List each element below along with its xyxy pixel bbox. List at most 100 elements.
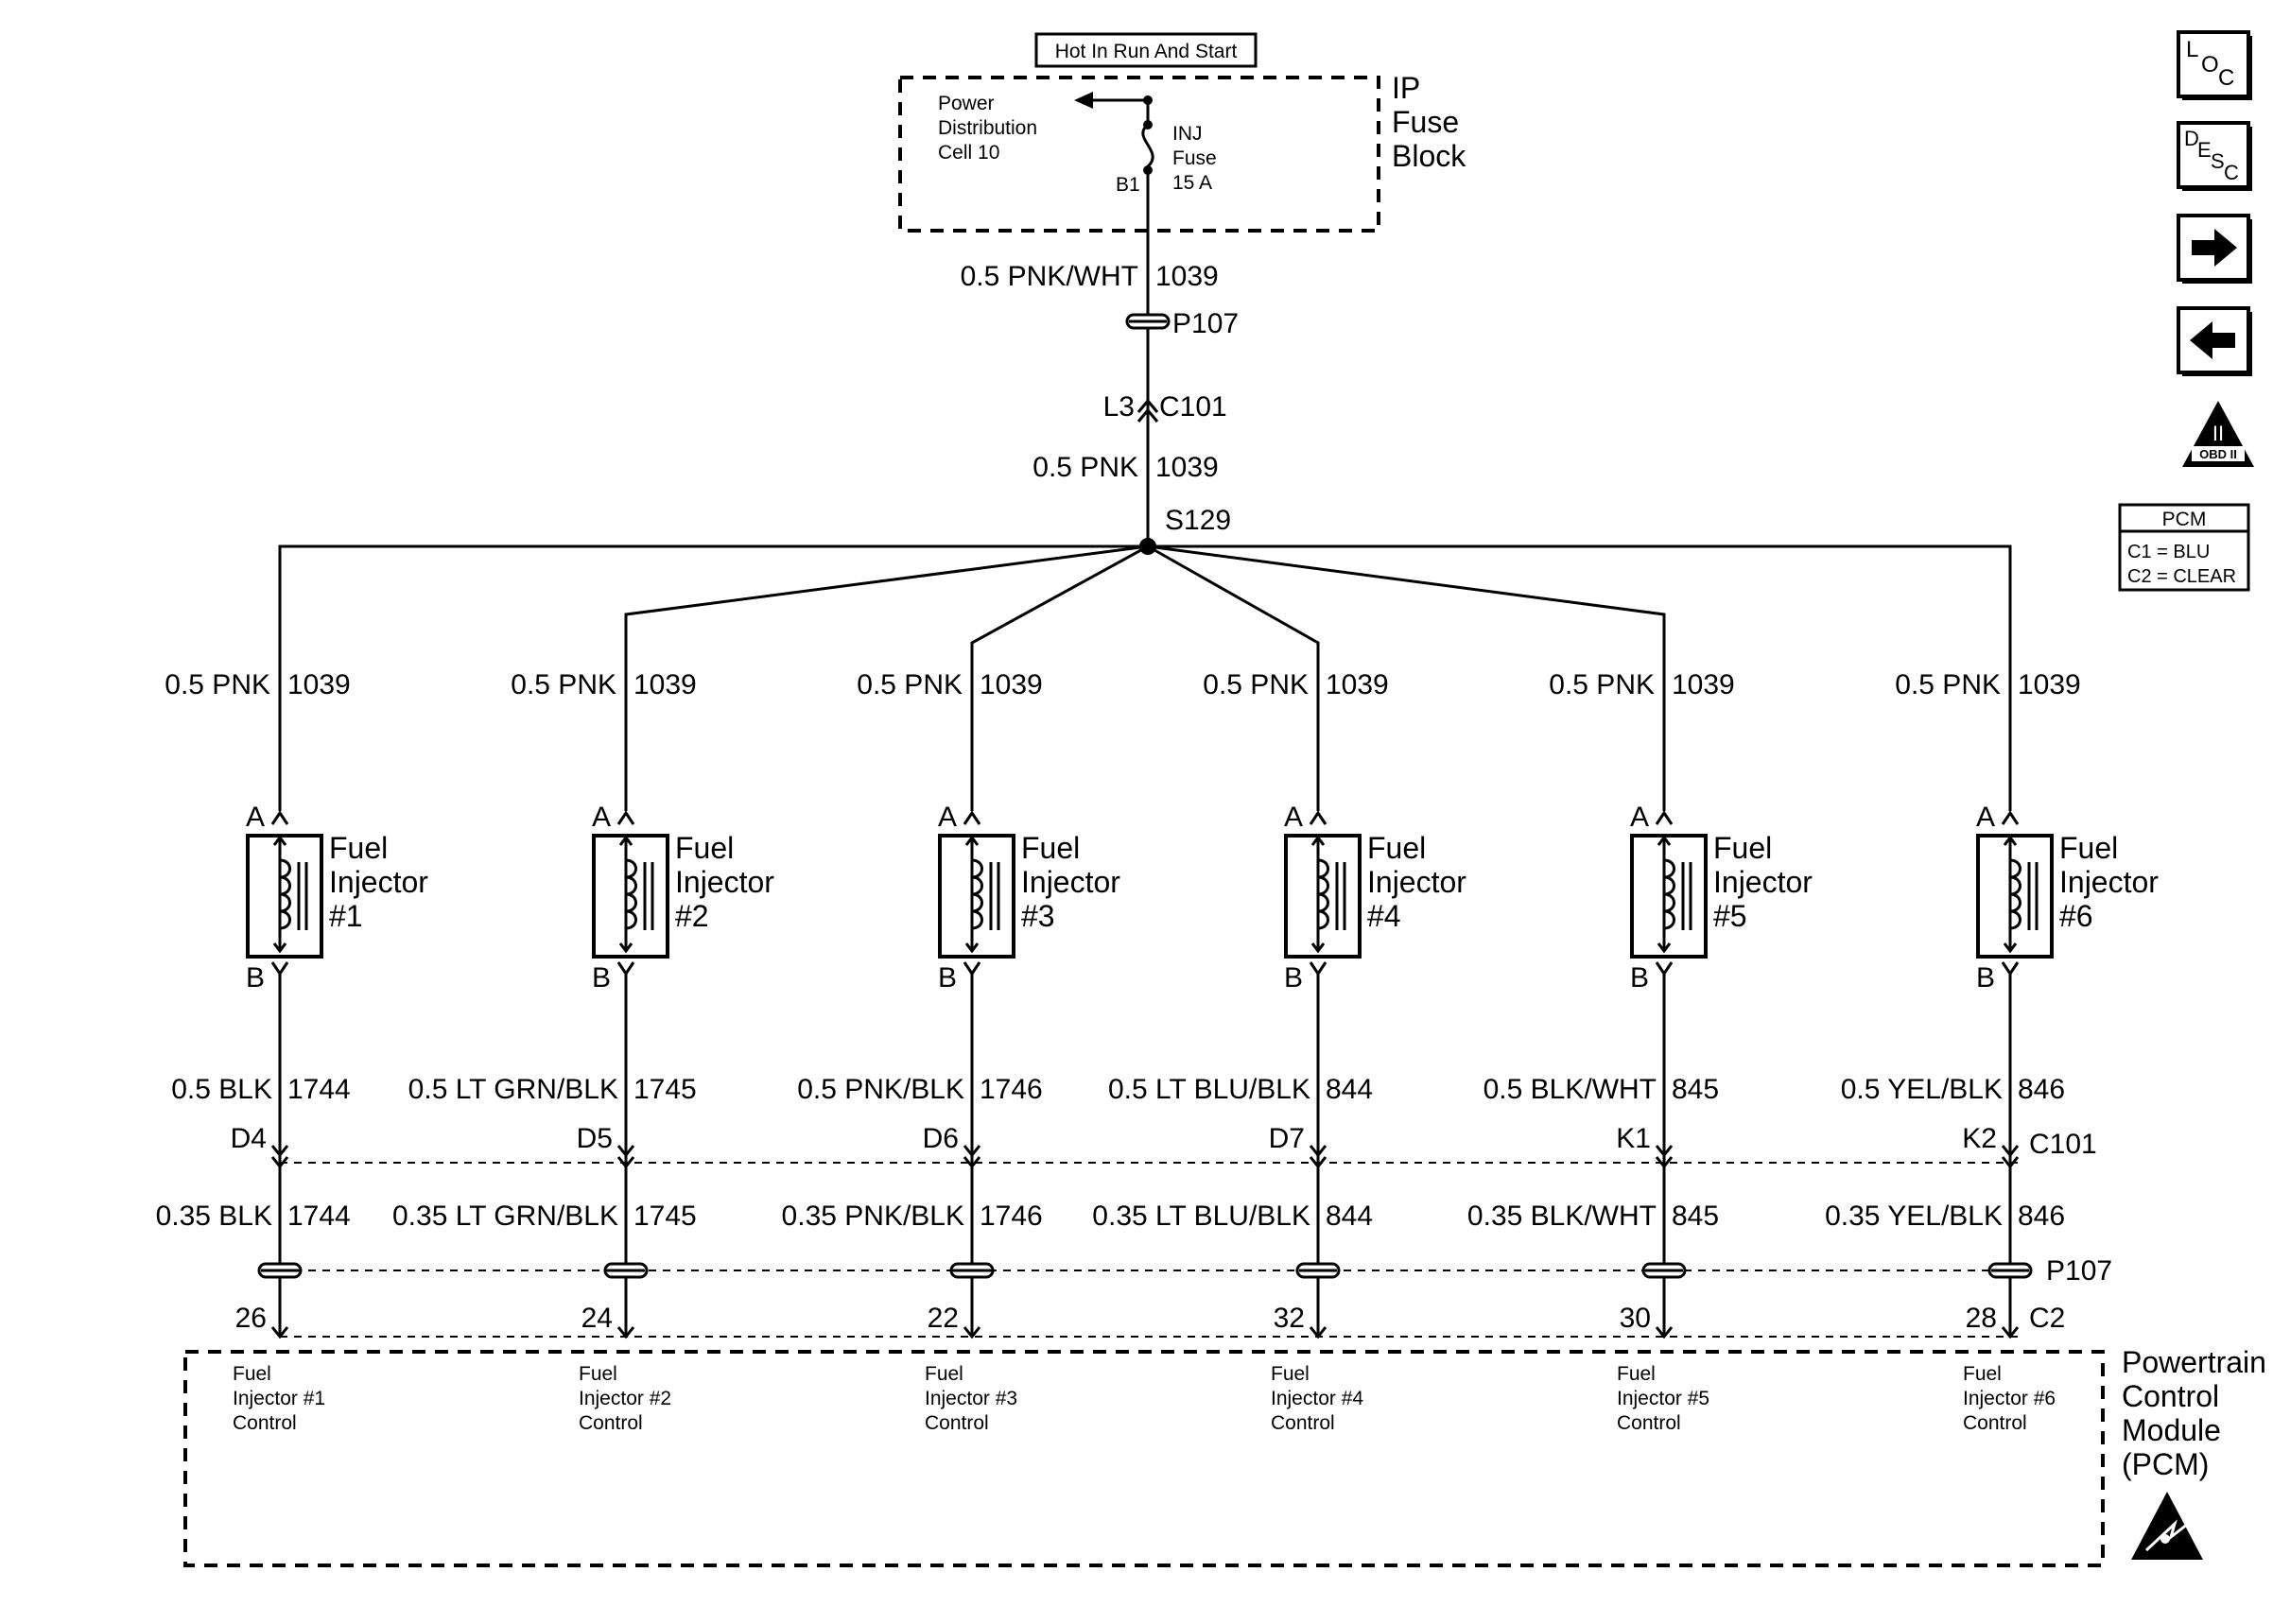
injector-4-pcm-wire-label: 0.35 LT BLU/BLK <box>1092 1201 1310 1232</box>
injector-6-pcm-circuit: 846 <box>2018 1201 2065 1232</box>
injector-5-pcm-label-3: Control <box>1617 1412 1681 1434</box>
injector-4-pin-a-label: A <box>1284 802 1303 833</box>
injector-5-pin-b-symbol <box>1655 961 1674 976</box>
injector-5-pcm-circuit: 845 <box>1672 1201 1719 1232</box>
injector-2-pcm-pin: 24 <box>581 1303 613 1334</box>
injector-2-name-3: #2 <box>675 899 709 933</box>
fuse-label-2: Fuse <box>1172 147 1217 169</box>
injector-3-out-wire-label: 0.5 PNK/BLK <box>797 1074 964 1105</box>
injector-1-pcm-wire-label: 0.35 BLK <box>156 1201 272 1232</box>
esd-warning-icon <box>2131 1492 2203 1560</box>
pcm-box <box>183 1350 2105 1567</box>
injector-1-feed-circuit: 1039 <box>287 669 351 700</box>
injector-1-feed-wire-label: 0.5 PNK <box>165 669 270 700</box>
injector-6-inner-arrows <box>2003 835 2018 954</box>
fuse-label-3: 15 A <box>1172 172 1212 194</box>
injector-2-feed-wire <box>624 544 1149 811</box>
pcm-name-3: Module <box>2122 1413 2221 1447</box>
injector-2-pcm-wire-label: 0.35 LT GRN/BLK <box>392 1201 618 1232</box>
injector-1-pcm-label-1: Fuel <box>233 1363 271 1385</box>
injector-4-pcm-label-2: Injector #4 <box>1271 1388 1363 1409</box>
ip-fuse-block-name-3: Block <box>1392 139 1466 173</box>
desc-icon-s: S <box>2211 149 2225 173</box>
injector-6-feed-wire-label: 0.5 PNK <box>1895 669 2001 700</box>
injector-6-c101-symbol <box>2001 1145 2020 1169</box>
loc-icon[interactable]: L O C <box>2177 30 2252 100</box>
injector-2-inner-arrows <box>618 835 633 954</box>
injector-6-pcm-wire-label: 0.35 YEL/BLK <box>1825 1201 2003 1232</box>
injector-3-coil-icon <box>971 858 983 930</box>
injector-2-feed-wire-label: 0.5 PNK <box>511 669 616 700</box>
next-arrow-icon[interactable] <box>2177 214 2252 284</box>
injector-2-column <box>592 544 1149 1339</box>
desc-icon-c: C <box>2224 161 2239 184</box>
injector-5-feed-circuit: 1039 <box>1672 669 1735 700</box>
injector-5-pin-a-symbol <box>1655 810 1674 825</box>
desc-icon-d: D <box>2184 127 2199 150</box>
injector-6-out-wire-label: 0.5 YEL/BLK <box>1841 1074 2003 1105</box>
injector-1-pin-b-label: B <box>246 962 265 993</box>
injector-5-name-1: Fuel <box>1713 831 1772 865</box>
main-wire1-label: 0.5 PNK/WHT <box>961 261 1138 292</box>
injector-3-name-1: Fuel <box>1021 831 1080 865</box>
c101-row-label: C101 <box>2029 1129 2097 1160</box>
injector-2-pcm-circuit: 1745 <box>633 1201 697 1232</box>
injector-1-name-1: Fuel <box>329 831 388 865</box>
injector-5-pin-a-label: A <box>1630 802 1649 833</box>
loc-icon-c: C <box>2218 65 2234 91</box>
ip-fuse-block-name-2: Fuse <box>1392 105 1459 139</box>
injector-4-feed-circuit: 1039 <box>1326 669 1389 700</box>
injector-5-pcm-label-2: Injector #5 <box>1617 1388 1709 1409</box>
injector-4-pcm-label-3: Control <box>1271 1412 1335 1434</box>
obd-ii-icon[interactable]: II OBD II <box>2182 401 2254 467</box>
injector-3-c101-symbol <box>963 1145 981 1169</box>
injector-5-coil-icon <box>1663 858 1675 930</box>
main-wire1-circuit: 1039 <box>1155 261 1219 292</box>
ip-fuse-block-name-1: IP <box>1392 71 1420 105</box>
p107-connector-label: P107 <box>1172 308 1239 339</box>
desc-icon-e: E <box>2197 138 2212 162</box>
injector-6-feed-circuit: 1039 <box>2018 669 2081 700</box>
injector-4-feed-wire-label: 0.5 PNK <box>1203 669 1309 700</box>
injector-2-c101-pin: D5 <box>577 1123 613 1154</box>
desc-icon[interactable]: D E S C <box>2177 121 2252 191</box>
s129-splice-label: S129 <box>1165 505 1231 536</box>
injector-4-pin-a-symbol <box>1309 810 1327 825</box>
injector-4-name-2: Injector <box>1367 865 1466 899</box>
injector-6-name-2: Injector <box>2059 865 2159 899</box>
injector-5-name-2: Injector <box>1713 865 1813 899</box>
injector-1-pcm-label-2: Injector #1 <box>233 1388 325 1409</box>
pcm-legend-c1: C1 = BLU <box>2127 542 2210 562</box>
injector-1-out-wire-label: 0.5 BLK <box>171 1074 272 1105</box>
injector-3-pcm-circuit: 1746 <box>980 1201 1043 1232</box>
c101-pin-label: L3 <box>1103 391 1135 423</box>
injector-3-name-2: Injector <box>1021 865 1120 899</box>
power-distribution-arrowhead <box>1074 92 1093 109</box>
injector-1-inner-arrows <box>272 835 287 954</box>
injector-1-pin-a-label: A <box>246 802 265 833</box>
injector-6-pcm-label-3: Control <box>1963 1412 2027 1434</box>
injector-3-pcm-pin: 22 <box>928 1303 959 1334</box>
c101-connector-label: C101 <box>1159 391 1227 423</box>
injector-4-pin-b-label: B <box>1284 962 1303 993</box>
hot-in-run-label: Hot In Run And Start <box>1055 41 1238 62</box>
injector-4-out-wire-label: 0.5 LT BLU/BLK <box>1108 1074 1310 1105</box>
back-arrow-icon[interactable] <box>2177 306 2252 376</box>
injector-2-pin-a-label: A <box>592 802 611 833</box>
injector-1-c101-pin: D4 <box>231 1123 267 1154</box>
loc-icon-l: L <box>2186 37 2198 62</box>
injector-2-pin-a-symbol <box>616 810 635 825</box>
injector-2-c101-symbol <box>616 1145 635 1169</box>
c101-connector-symbol <box>1136 398 1159 423</box>
injector-5-pcm-pin: 30 <box>1620 1303 1651 1334</box>
injector-6-pin-a-label: A <box>1976 802 1995 833</box>
pcm-connector-legend: PCM C1 = BLU C2 = CLEAR <box>2118 503 2250 592</box>
injector-2-pin-b-symbol <box>616 961 635 976</box>
obd-ii-icon-numeral: II <box>2212 422 2224 445</box>
injector-4-column <box>1147 544 1362 1339</box>
injector-3-pin-a-label: A <box>938 802 957 833</box>
injector-3-name-3: #3 <box>1021 899 1055 933</box>
injector-6-pin-b-symbol <box>2001 961 2020 976</box>
injector-5-pin-b-label: B <box>1630 962 1649 993</box>
